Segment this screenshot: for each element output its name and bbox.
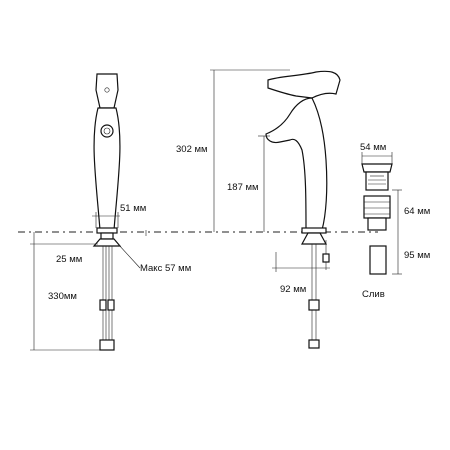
side-body-spout [265,97,328,231]
drain-flange [365,171,389,191]
label-54: 54 мм [360,142,386,153]
drain-body [363,195,391,219]
faucet-side-view [265,70,341,349]
side-hose-end [308,339,320,349]
label-max57: Макс 57 мм [140,263,191,274]
front-nut [92,238,122,247]
drain-cap [361,163,393,173]
side-dimensions [210,69,330,272]
side-bolt-nut [322,253,330,263]
side-base [301,227,327,234]
label-187: 187 мм [227,182,259,193]
front-aerator-core [103,127,111,135]
side-nut [300,232,328,245]
label-64: 64 мм [404,206,430,217]
side-handle [267,70,341,99]
front-base [96,227,118,234]
label-330: 330мм [48,291,77,302]
front-shank [100,232,114,240]
front-dimensions [30,212,147,351]
side-hose-fitting [308,299,320,311]
label-302: 302 мм [176,144,208,155]
front-hose-end [99,339,115,351]
front-handle [95,73,119,109]
label-92: 92 мм [280,284,306,295]
label-95: 95 мм [404,250,430,261]
drain-assembly [361,163,393,275]
drain-dimensions [361,152,402,275]
label-25: 25 мм [56,254,82,265]
label-drain: Слив [362,289,385,300]
front-hose-fitting-left [99,299,107,311]
label-51: 51 мм [120,203,146,214]
drain-pipe [369,245,387,275]
front-aerator-ring [100,124,114,138]
front-handle-dot [104,87,110,93]
drain-pipe-top [367,217,387,231]
front-hose-fitting-right [107,299,115,311]
faucet-front-view [92,73,122,351]
